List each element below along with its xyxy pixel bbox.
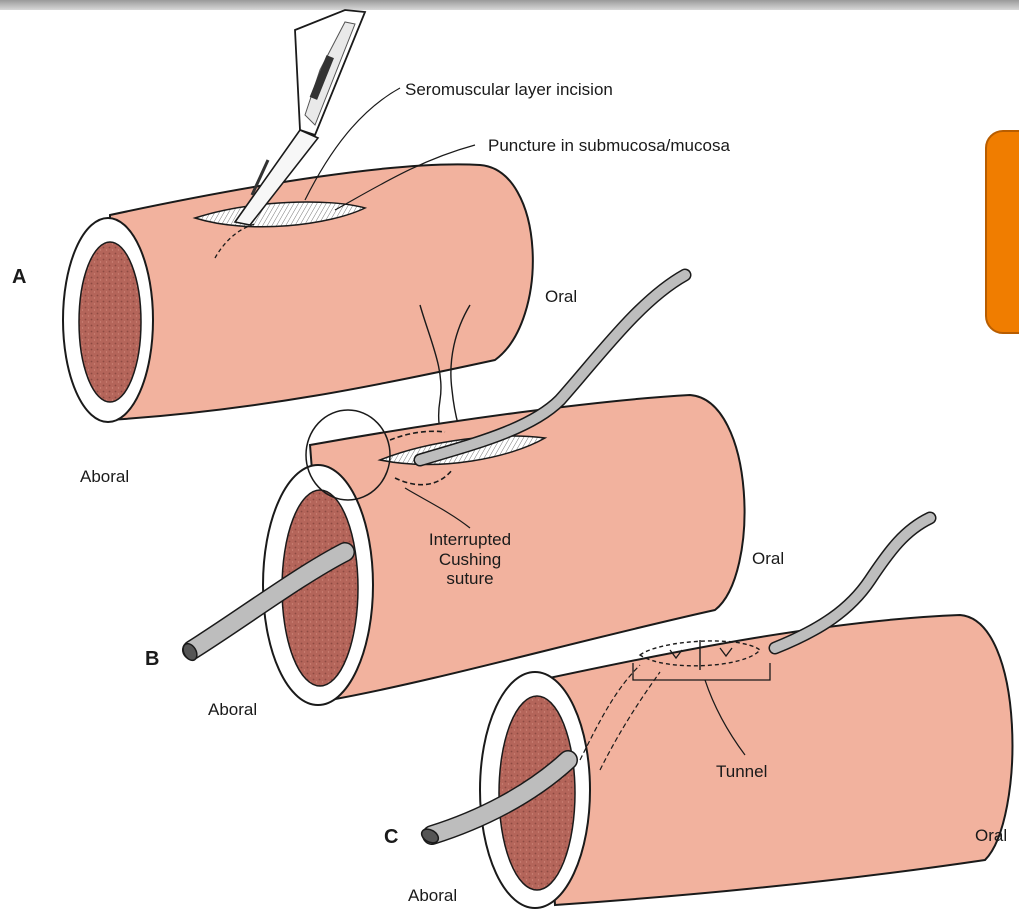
label-cushing-line1: Interrupted [410,530,530,550]
label-panel-a: A [12,266,26,289]
label-oral-b: Oral [752,549,784,569]
label-aboral-b: Aboral [208,700,257,720]
label-cushing-line3: suture [410,569,530,589]
label-cushing-suture: Interrupted Cushing suture [410,530,530,589]
label-seromuscular-incision: Seromuscular layer incision [405,80,613,100]
label-oral-c: Oral [975,826,1007,846]
label-oral-a: Oral [545,287,577,307]
label-puncture: Puncture in submucosa/mucosa [488,136,730,156]
label-aboral-a: Aboral [80,467,129,487]
label-aboral-c: Aboral [408,886,457,906]
label-cushing-line2: Cushing [410,550,530,570]
intestine-a [63,164,533,422]
label-panel-b: B [145,648,159,671]
label-panel-c: C [384,826,398,849]
label-tunnel: Tunnel [716,762,767,782]
orange-callout-box [985,130,1019,334]
